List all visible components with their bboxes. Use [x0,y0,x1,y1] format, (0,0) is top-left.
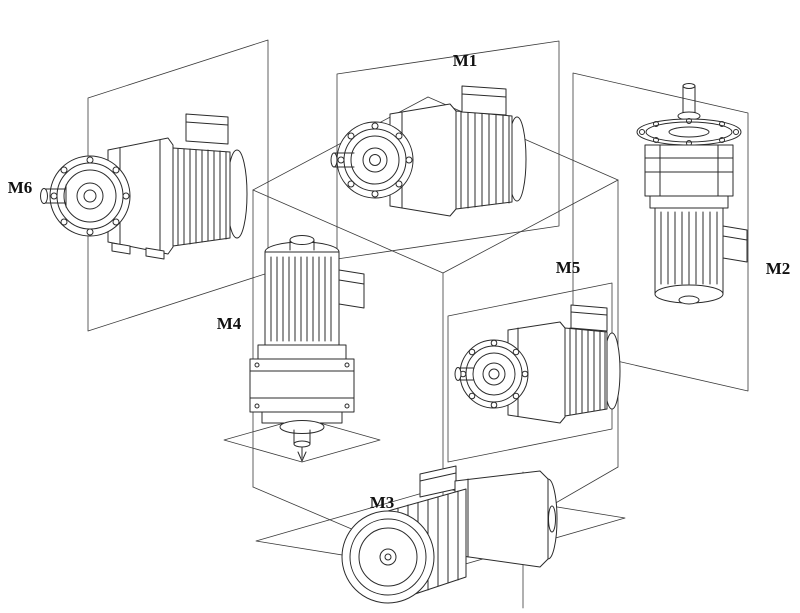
label-m4: M4 [217,314,242,333]
gearmotor-m5-drawing [454,304,621,424]
label-m2: M2 [766,259,791,278]
gearmotor-m6-drawing [40,113,248,260]
mounting-plane-m2 [572,72,749,392]
label-m5: M5 [556,258,581,277]
mounting-plane-m1 [336,40,560,260]
gearmotor-m2-drawing [636,83,748,305]
gearmotor-m4-drawing [249,235,365,462]
gearmotor-m1-drawing [330,85,527,217]
label-m6: M6 [8,178,33,197]
label-m3: M3 [370,493,395,512]
mounting-plane-m5 [447,282,613,463]
label-m1: M1 [453,51,478,70]
gearmotor-m3-drawing [341,465,558,604]
mounting-plane-m4 [223,417,381,463]
